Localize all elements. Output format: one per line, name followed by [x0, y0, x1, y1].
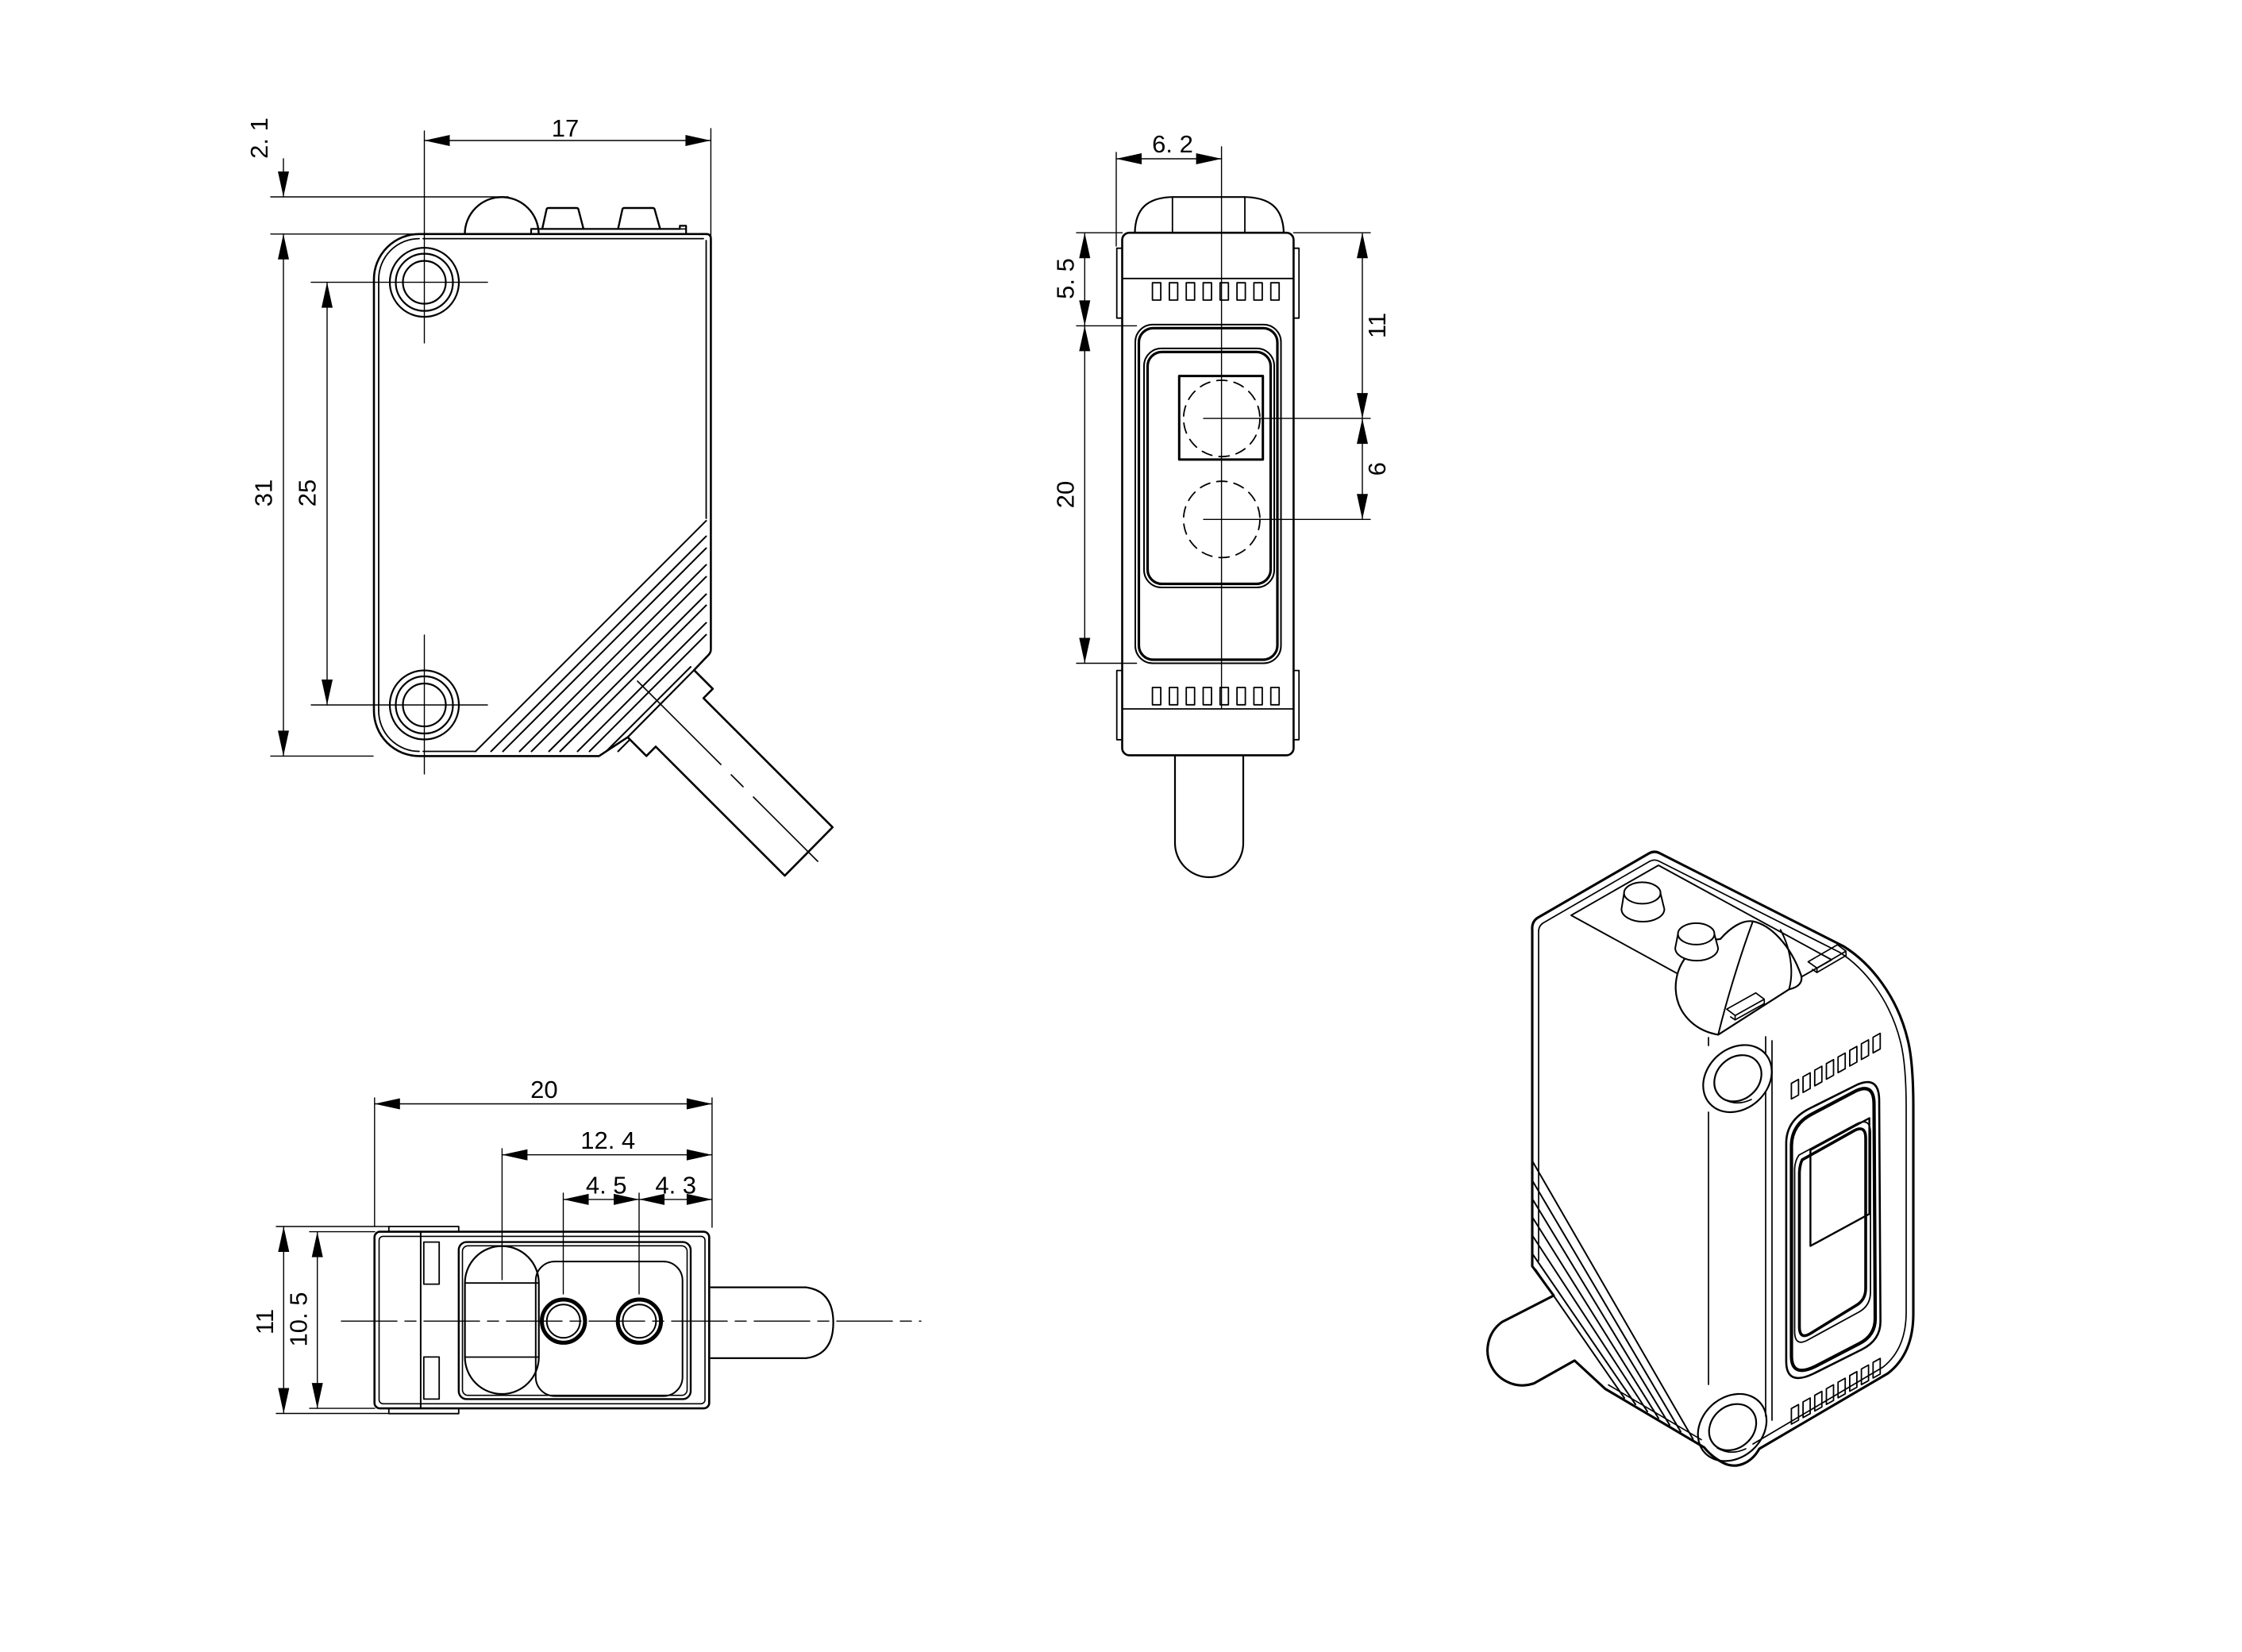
- svg-text:11: 11: [251, 1309, 279, 1334]
- svg-text:11: 11: [1363, 313, 1391, 338]
- svg-text:6. 2: 6. 2: [1152, 130, 1193, 158]
- svg-text:2. 1: 2. 1: [245, 117, 273, 159]
- svg-text:6: 6: [1363, 462, 1391, 476]
- svg-text:25: 25: [294, 479, 322, 506]
- svg-text:20: 20: [1052, 481, 1080, 508]
- svg-text:31: 31: [250, 479, 278, 506]
- svg-text:10. 5: 10. 5: [285, 1292, 313, 1347]
- svg-text:4. 3: 4. 3: [655, 1172, 696, 1200]
- svg-text:20: 20: [530, 1076, 557, 1103]
- svg-text:17: 17: [552, 114, 579, 142]
- svg-text:5. 5: 5. 5: [1052, 258, 1080, 299]
- svg-text:4. 5: 4. 5: [586, 1172, 627, 1200]
- svg-text:12. 4: 12. 4: [580, 1126, 635, 1154]
